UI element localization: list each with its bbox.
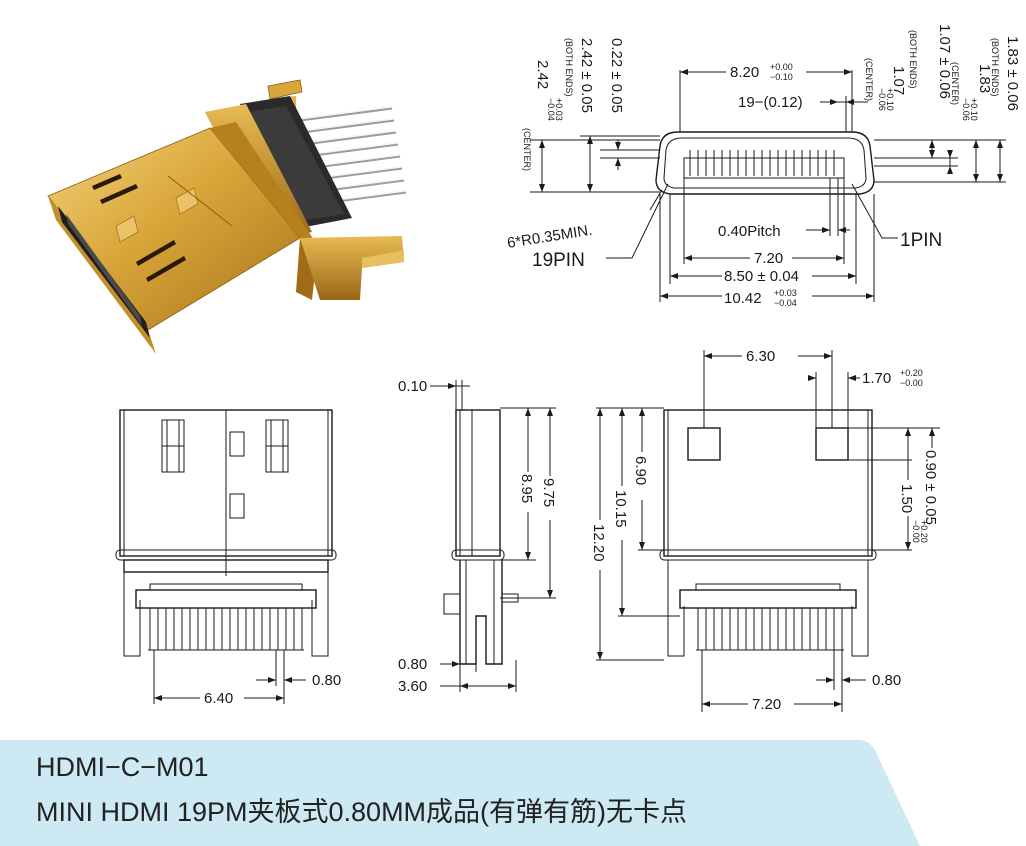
front-dim-1-07-center: 1.07 bbox=[890, 66, 907, 95]
front-tol-1-83-lower: −0.06 bbox=[961, 98, 971, 121]
bottom-dim-6-30: 6.30 bbox=[746, 348, 775, 365]
bottom-dim-1-50: 1.50 bbox=[898, 484, 915, 513]
front-dim-1-83-both: 1.83 ± 0.06 bbox=[1004, 36, 1021, 111]
front-dim-1-83-center: 1.83 bbox=[976, 64, 993, 93]
top-dim-0-80: 0.80 bbox=[312, 672, 341, 689]
front-dim-2-42-center: 2.42 bbox=[534, 60, 551, 89]
front-tol-1-07-upper: +0.10 bbox=[885, 88, 895, 111]
side-dim-8-95: 8.95 bbox=[518, 474, 535, 503]
bottom-dim-6-90: 6.90 bbox=[632, 456, 649, 485]
top-dim-6-40: 6.40 bbox=[204, 690, 233, 707]
bottom-dim-10-15: 10.15 bbox=[612, 490, 629, 528]
connector-photo bbox=[47, 79, 407, 354]
front-view-drawing: 8.20 +0.00 −0.10 19−(0.12) (CENTER) 2.42… bbox=[506, 24, 1021, 308]
front-tol-1-07-lower: −0.06 bbox=[877, 88, 887, 111]
product-model: HDMI−C−M01 bbox=[36, 752, 209, 782]
front-pin1-label: 1PIN bbox=[900, 230, 942, 251]
front-tol-2-42-lower: −0.04 bbox=[546, 98, 556, 121]
front-dim-7-20: 7.20 bbox=[754, 250, 783, 267]
bottom-dim-12-20: 12.20 bbox=[590, 524, 607, 562]
front-dim-1-83-center-note: (CENTER) bbox=[950, 62, 960, 105]
bottom-dim-0-80: 0.80 bbox=[872, 672, 901, 689]
bottom-dim-7-20: 7.20 bbox=[752, 696, 781, 713]
front-dim-19-pins: 19−(0.12) bbox=[738, 94, 803, 111]
side-dim-9-75: 9.75 bbox=[540, 478, 557, 507]
front-dim-2-42-center-note: (CENTER) bbox=[522, 128, 532, 171]
front-tol-8-20-lower: −0.10 bbox=[770, 72, 793, 82]
bottom-tol-1-70-lower: −0.00 bbox=[900, 378, 923, 388]
bottom-dim-1-70: 1.70 bbox=[862, 370, 891, 387]
bottom-view-drawing: 6.30 1.70 +0.20 −0.00 6.90 10.15 12.20 0… bbox=[590, 348, 940, 713]
front-dim-1-07-center-note: (CENTER) bbox=[864, 58, 874, 101]
side-dim-0-10: 0.10 bbox=[398, 378, 427, 395]
front-dim-8-50: 8.50 ± 0.04 bbox=[724, 268, 799, 285]
bottom-dim-0-90: 0.90 ± 0.05 bbox=[922, 450, 939, 525]
front-pitch-label: 0.40Pitch bbox=[718, 223, 781, 240]
front-tol-10-42-upper: +0.03 bbox=[774, 288, 797, 298]
front-radius-note: 6*R0.35MIN. bbox=[506, 222, 593, 252]
front-dim-2-42-both-note: (BOTH ENDS) bbox=[564, 38, 574, 97]
front-dim-1-83-both-note: (BOTH ENDS) bbox=[990, 38, 1000, 97]
bottom-tol-1-50-upper: +0.20 bbox=[919, 520, 929, 543]
side-dim-3-60: 3.60 bbox=[398, 678, 427, 695]
front-dim-1-07-both-note: (BOTH ENDS) bbox=[908, 30, 918, 89]
front-pin19-label: 19PIN bbox=[532, 250, 585, 271]
bottom-tol-1-70-upper: +0.20 bbox=[900, 368, 923, 378]
side-dim-0-80: 0.80 bbox=[398, 656, 427, 673]
front-dim-1-07-both: 1.07 ± 0.06 bbox=[936, 24, 953, 99]
front-tol-1-83-upper: +0.10 bbox=[969, 98, 979, 121]
bottom-tol-1-50-lower: −0.00 bbox=[911, 520, 921, 543]
front-dim-2-42-both: 2.42 ± 0.05 bbox=[578, 38, 595, 113]
front-tol-2-42-upper: +0.03 bbox=[554, 98, 564, 121]
side-view-drawing: 0.10 8.95 9.75 0.80 3.60 bbox=[398, 378, 557, 695]
front-dim-10-42: 10.42 bbox=[724, 290, 762, 307]
front-dim-8-20: 8.20 bbox=[730, 64, 759, 81]
footer-band bbox=[0, 740, 1026, 846]
front-tol-10-42-lower: −0.04 bbox=[774, 298, 797, 308]
front-tol-8-20-upper: +0.00 bbox=[770, 62, 793, 72]
footer-band-shape bbox=[0, 740, 920, 846]
product-description: MINI HDMI 19PM夹板式0.80MM成品(有弹有筋)无卡点 bbox=[36, 797, 688, 827]
top-view-drawing: 6.40 0.80 bbox=[115, 409, 341, 707]
front-dim-0-22: 0.22 ± 0.05 bbox=[608, 38, 625, 113]
